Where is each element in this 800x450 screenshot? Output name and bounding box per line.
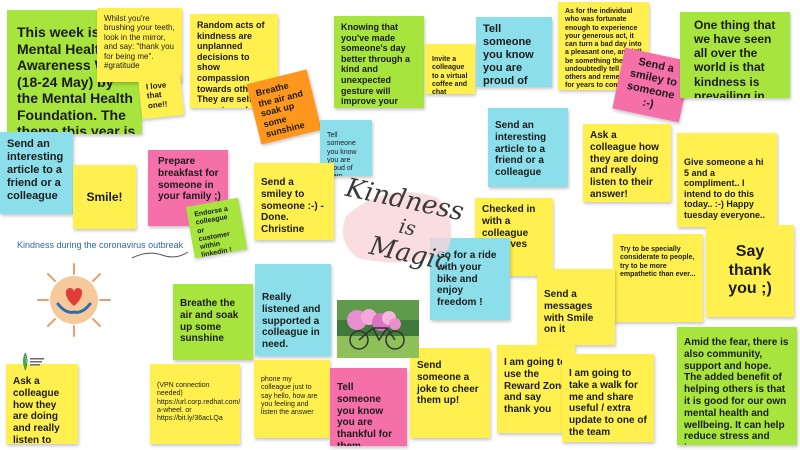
- underline-scribble: [131, 251, 189, 259]
- sticky-note-walk[interactable]: I am going to take a walk for me and sha…: [562, 354, 654, 442]
- sticky-note-considerate[interactable]: Try to be specially considerate to peopl…: [613, 234, 703, 322]
- sticky-note-hi5[interactable]: Give someone a hi 5 and a compliment.. I…: [677, 133, 777, 227]
- sticky-note-smile[interactable]: Smile!: [73, 165, 136, 229]
- sticky-note-listened[interactable]: Really listened and supported a colleagu…: [255, 264, 331, 356]
- sticky-note-endorse[interactable]: Endorse a colleague or customer within l…: [185, 197, 248, 259]
- sticky-note-thankful[interactable]: Tell someone you know you are thankful f…: [330, 368, 407, 446]
- awareness-logo-icon: [23, 352, 44, 371]
- sticky-note-one-thing[interactable]: One thing that we have seen all over the…: [680, 12, 790, 98]
- sticky-note-i-love[interactable]: I love that one!!: [137, 72, 185, 120]
- sticky-note-knowing[interactable]: Knowing that you've made someone's day b…: [334, 16, 424, 108]
- sticky-note-breathe-orange[interactable]: Breathe the air and soak up some sunshin…: [246, 69, 322, 145]
- sticky-note-ask-bottom[interactable]: Ask a colleague how they are doing and r…: [6, 364, 78, 444]
- sticky-note-smiley-done[interactable]: Send a smiley to someone :-) - Done. Chr…: [254, 163, 334, 240]
- sticky-note-ask-top[interactable]: Ask a colleague how they are doing and r…: [583, 124, 671, 202]
- sticky-note-joke[interactable]: Send someone a joke to cheer them up!: [410, 348, 490, 438]
- sticky-note-vpn[interactable]: (VPN connection needed) https://url.corp…: [150, 364, 240, 444]
- kindness-is-magic-title: Kindness is Magic: [328, 150, 478, 290]
- sticky-note-breathe-green[interactable]: Breathe the air and soak up some sunshin…: [173, 284, 253, 360]
- sticky-note-say-thank[interactable]: Say thank you ;): [706, 225, 794, 317]
- sticky-note-virtual-coffee[interactable]: Invite a colleague to a virtual coffee a…: [425, 44, 475, 94]
- sticky-note-mirror[interactable]: Whilst you're brushing your teeth, look …: [97, 8, 182, 82]
- sticky-note-proud-top[interactable]: Tell someone you know you are proud of t…: [476, 17, 552, 87]
- board-caption: Kindness during the coronavirus outbreak: [17, 240, 184, 250]
- sticky-note-fortunate[interactable]: As for the individual who was fortunate …: [558, 2, 649, 90]
- sticky-note-amid-fear[interactable]: Amid the fear, there is also community, …: [677, 327, 797, 445]
- caring-hands-heart-icon: [37, 263, 111, 337]
- sticky-note-article-mid[interactable]: Send an interesting article to a friend …: [488, 108, 568, 187]
- title-line-2: is: [397, 214, 418, 241]
- sticky-note-article-left[interactable]: Send an interesting article to a friend …: [0, 132, 73, 214]
- sticky-note-smile-messages[interactable]: Send a messages with Smile on it: [537, 269, 615, 345]
- flower-bicycle-photo: [337, 300, 419, 358]
- sticky-note-phone[interactable]: phone my colleague just to say hello, ho…: [254, 360, 330, 438]
